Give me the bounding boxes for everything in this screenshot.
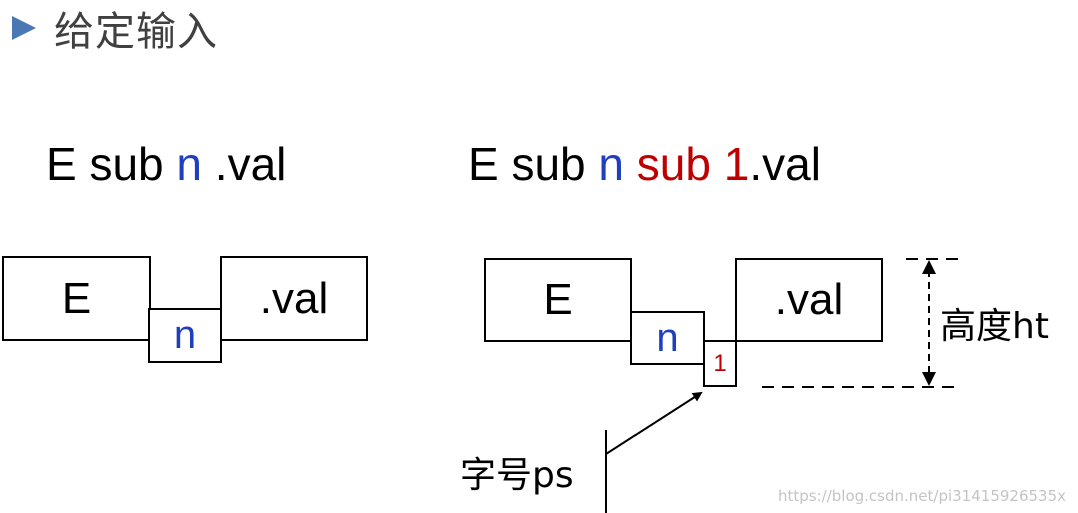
height-arrow-down-icon [922,372,936,386]
left-base-box: E [2,256,151,341]
section-heading: 给定输入 [12,2,218,55]
watermark: https://blog.csdn.net/pi31415926535x [778,487,1066,505]
font-size-arrow [605,391,703,455]
right-expr-base: E sub [468,138,599,190]
left-val-box: .val [220,256,368,341]
right-expr-subscript: n [598,138,625,190]
triangle-bullet-icon [12,16,36,40]
right-subsubscript-box: 1 [703,340,737,387]
left-expression: E sub n .val [46,141,286,187]
right-val-box: .val [735,258,883,342]
left-expr-base: E sub [46,138,177,190]
font-size-label: 字号ps [460,455,574,496]
right-subscript-box: n [630,311,705,365]
left-expr-subscript: n [176,138,203,190]
right-expression: E sub n sub 1.val [468,141,821,187]
heading-title: 给定输入 [54,9,218,55]
right-expr-rest: .val [749,138,821,190]
left-expr-rest: .val [202,138,287,190]
right-expr-subsubscript: sub 1 [636,138,750,190]
height-arrow-up-icon [922,260,936,274]
height-label: 高度ht [940,306,1049,347]
right-base-box: E [484,258,632,342]
